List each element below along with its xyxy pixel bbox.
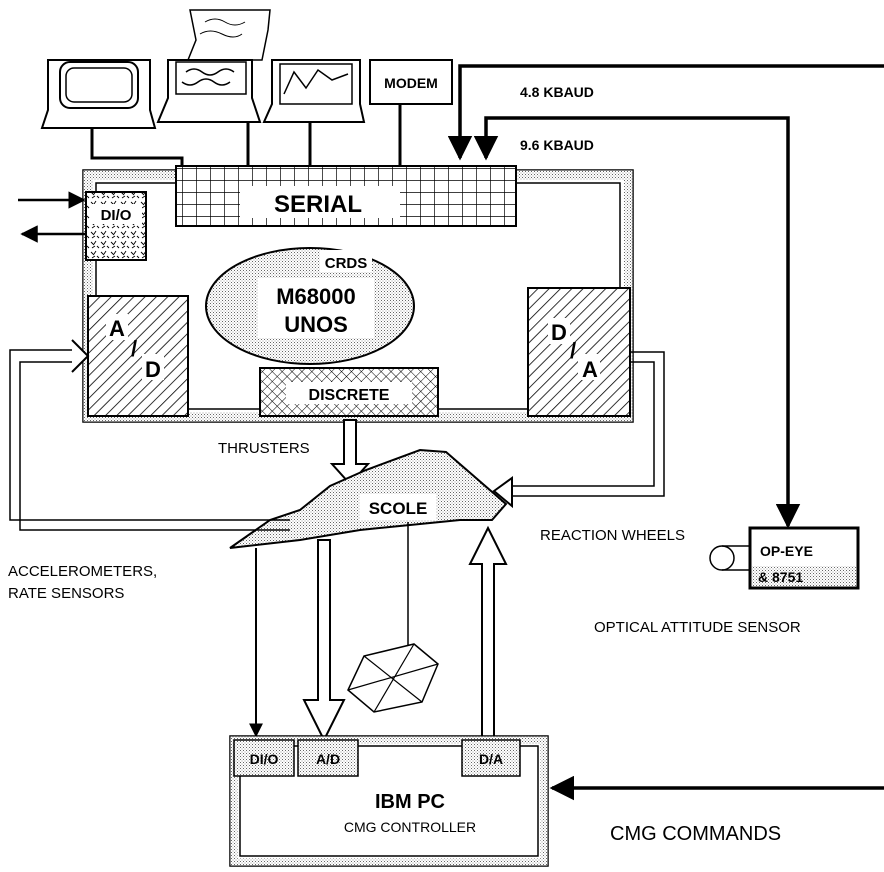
pc-ad-board: A/D [297,739,359,777]
ad-main-slash-label: / [131,336,137,361]
scole-to-pc-ad-arrow [302,539,346,743]
cmg-controller-label: CMG CONTROLLER [344,819,476,835]
ad-main-board: A / D [87,295,189,417]
op-eye-label: OP-EYE [760,543,813,559]
reaction-wheel-arrowhead [492,476,513,509]
serial-board: SERIAL [175,165,517,227]
accelerometer-feedback-line [9,349,290,531]
reaction-wheels-label: REACTION WHEELS [540,527,685,544]
scole-structure: SCOLE [229,448,508,549]
ad-input-arrowhead [71,339,90,373]
terminal-monitor-icon [40,59,157,129]
suspended-frame [347,522,439,713]
pc-ad-label: A/D [316,751,340,767]
pc-da-to-scole-arrow [468,525,508,739]
op-eye-8751-label: & 8751 [758,569,803,585]
plotter-monitor-icon [262,59,366,123]
op-eye-sensor: OP-EYE & 8751 [709,526,860,590]
cpu-label: M68000 [276,284,356,309]
serial-label: SERIAL [274,191,362,218]
dio-main-label: DI/O [101,207,132,224]
baud-4-8-line [447,64,884,161]
ad-main-d-label: D [145,357,161,382]
rate-sensors-label: RATE SENSORS [8,585,124,602]
pc-dio-label: DI/O [250,751,279,767]
ibm-pc-label: IBM PC [375,791,445,813]
accelerometers-label: ACCELEROMETERS, [8,563,157,580]
pc-dio-board: DI/O [233,739,295,777]
scole-label: SCOLE [369,499,428,518]
da-main-slash-label: / [570,338,576,363]
discrete-board: DISCRETE [259,367,439,417]
lens-icon [709,545,735,571]
pc-da-board: D/A [461,739,521,777]
da-main-board: D / A [527,287,631,417]
dio-main-board: DI/O [85,191,147,261]
optical-attitude-sensor-label: OPTICAL ATTITUDE SENSOR [594,619,801,636]
baud-4-8-label: 4.8 KBAUD [520,84,594,100]
os-label: UNOS [284,312,348,337]
cmg-commands-label: CMG COMMANDS [610,823,781,845]
discrete-label: DISCRETE [309,387,390,404]
pc-da-label: D/A [479,751,503,767]
baud-9-6-label: 9.6 KBAUD [520,137,594,153]
reaction-wheel-line [512,351,665,497]
da-main-a-label: A [582,357,598,382]
thrusters-label: THRUSTERS [218,440,310,457]
printer-icon [156,9,271,123]
crds-label: CRDS [325,255,368,272]
modem-box: MODEM [369,59,453,105]
cpu-ellipse: CRDS M68000 UNOS [205,247,415,365]
baud-9-6-line [473,116,801,529]
modem-label: MODEM [384,75,438,91]
ad-main-a-label: A [109,316,125,341]
da-main-d-label: D [551,320,567,345]
